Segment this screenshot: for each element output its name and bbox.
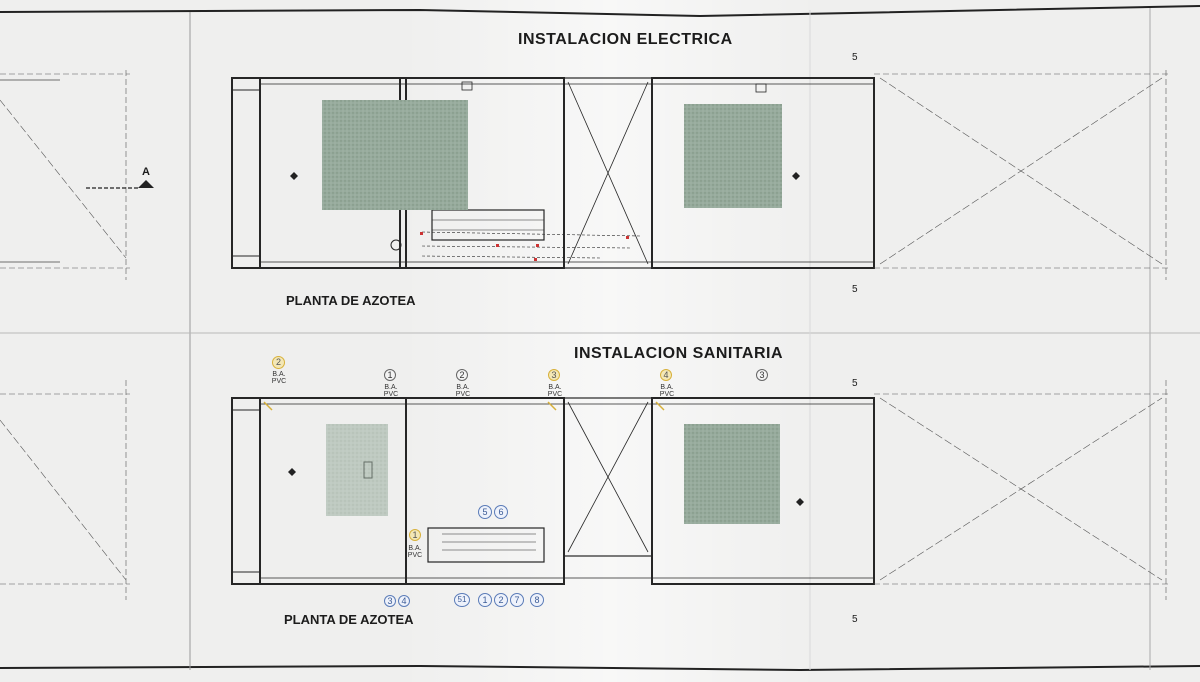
detail-bubble: 3 (548, 369, 560, 381)
grid-mark: 5 (852, 614, 858, 625)
detail-bubble: 4 (660, 369, 672, 381)
detail-bubble: 2 (272, 356, 285, 369)
detail-bubble: 6 (494, 505, 508, 519)
plan-label-bottom: PLANTA DE AZOTEA (284, 612, 414, 627)
elec-marks (420, 232, 629, 261)
plan-top-left-solid (0, 79, 60, 263)
north-arrow-top-2 (792, 172, 800, 180)
plan-top-right-grid (874, 70, 1170, 280)
roof-hatch-top-2 (684, 104, 782, 208)
detail-bubble: 1 (478, 593, 492, 607)
pipe-tag: B.A. PVC (455, 384, 471, 398)
detail-bubble: 1 (409, 529, 421, 541)
north-arrow-bottom-1 (288, 468, 296, 476)
plan-bottom-left-grid (0, 380, 130, 600)
section-mark-label: A (142, 166, 150, 178)
detail-bubble: 1 (384, 369, 396, 381)
plan-bottom (231, 397, 875, 585)
detail-bubble: 2 (456, 369, 468, 381)
grid-mark: 5 (852, 378, 858, 389)
title-sanitary: INSTALACION SANITARIA (574, 345, 784, 362)
roof-hatch-bottom-1 (326, 424, 388, 516)
detail-bubble: 7 (510, 593, 524, 607)
grid-mark: 5 (852, 284, 858, 295)
pipe-tag: B.A. PVC (383, 384, 399, 398)
detail-bubble: 4 (398, 595, 410, 607)
detail-bubble: 5 (478, 505, 492, 519)
north-arrow-bottom-2 (796, 498, 804, 506)
pipe-tag: B.A. PVC (407, 545, 423, 559)
detail-bubble: 8 (530, 593, 544, 607)
pipe-tag: B.A. PVC (659, 384, 675, 398)
grid-mark: 5 (852, 52, 858, 63)
plan-label-top: PLANTA DE AZOTEA (286, 293, 416, 308)
plan-top-left-grid (0, 70, 130, 280)
drain-markers (263, 401, 665, 411)
pipe-tag: B.A. PVC (547, 384, 563, 398)
section-marker (86, 180, 154, 189)
detail-bubble: 3 (384, 595, 396, 607)
roof-hatch-top-1 (322, 100, 468, 210)
sheet-bottom-edge (0, 664, 1200, 672)
roof-hatch-bottom-2 (684, 424, 780, 524)
detail-bubble: 2 (494, 593, 508, 607)
north-arrow-top-1 (290, 172, 298, 180)
title-electrical: INSTALACION ELECTRICA (518, 31, 733, 48)
plan-bottom-right-grid (874, 380, 1170, 600)
detail-bubble: 3 (756, 369, 768, 381)
pipe-tag: B.A. PVC (271, 371, 287, 385)
detail-bubble: 51 (454, 593, 470, 607)
sheet-top-edge (0, 5, 1200, 18)
